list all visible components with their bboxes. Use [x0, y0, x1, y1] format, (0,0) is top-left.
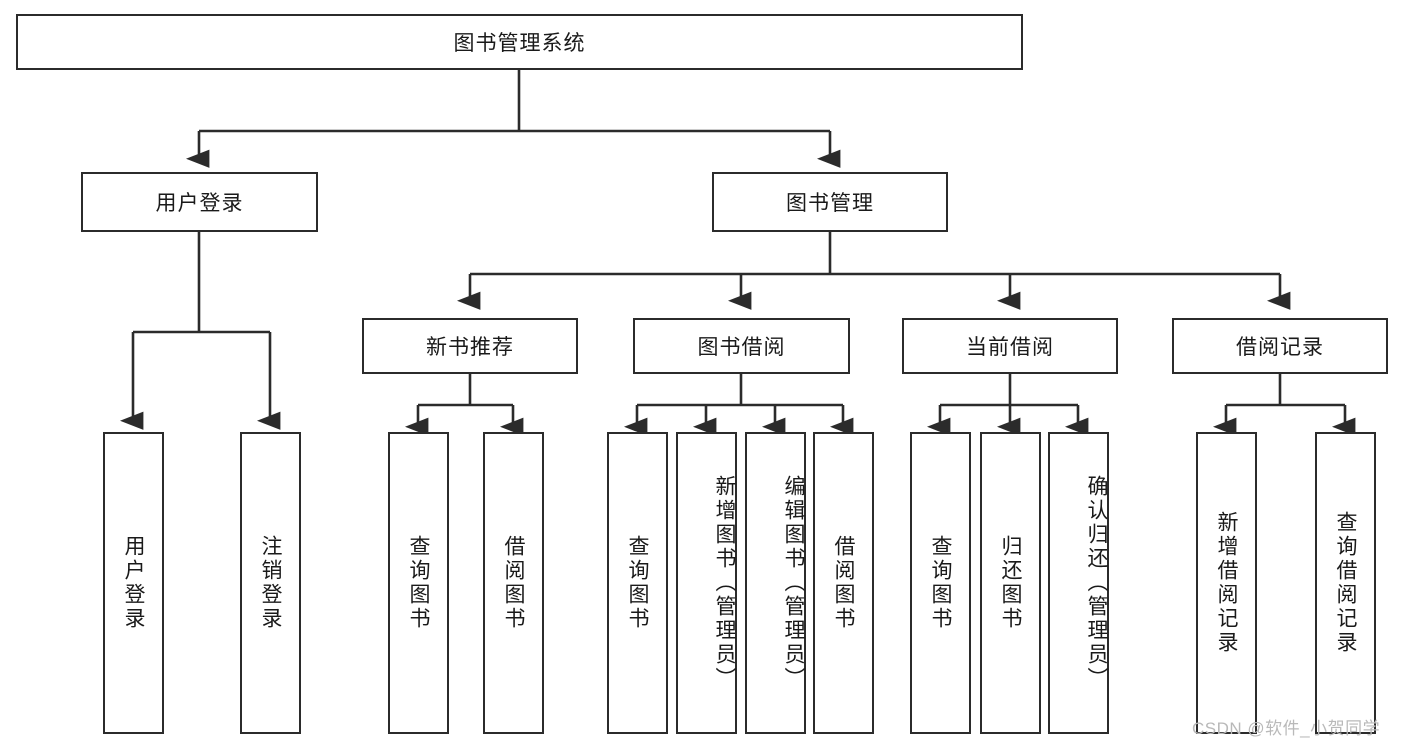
node-label: 确认归还（管理员）: [1085, 475, 1108, 691]
node-label: 用户登录: [122, 535, 145, 631]
node-label: 注销登录: [259, 535, 282, 631]
node-label: 用户登录: [155, 192, 244, 215]
leaf-book-borrow-add-book-admin[interactable]: 新增图书（管理员）: [676, 432, 737, 734]
node-label: 图书管理: [786, 192, 874, 215]
leaf-current-borrow-return-books[interactable]: 归还图书: [980, 432, 1041, 734]
leaf-current-borrow-confirm-return-admin[interactable]: 确认归还（管理员）: [1048, 432, 1109, 734]
node-label: 新增借阅记录: [1215, 511, 1238, 655]
node-label: 借阅记录: [1236, 336, 1324, 359]
node-label: 归还图书: [999, 535, 1022, 631]
node-label: 借阅图书: [832, 535, 855, 631]
node-root-book-management-system[interactable]: 图书管理系统: [16, 14, 1023, 70]
node-label: 当前借阅: [966, 336, 1054, 359]
node-current-borrow[interactable]: 当前借阅: [902, 318, 1118, 374]
leaf-borrow-record-add-record[interactable]: 新增借阅记录: [1196, 432, 1257, 734]
leaf-current-borrow-query-books[interactable]: 查询图书: [910, 432, 971, 734]
node-borrow-record[interactable]: 借阅记录: [1172, 318, 1388, 374]
leaf-user-login-login[interactable]: 用户登录: [103, 432, 164, 734]
node-label: 查询图书: [626, 535, 649, 631]
leaf-book-borrow-query-books[interactable]: 查询图书: [607, 432, 668, 734]
node-label: 借阅图书: [502, 535, 525, 631]
leaf-borrow-record-query-record[interactable]: 查询借阅记录: [1315, 432, 1376, 734]
node-user-login[interactable]: 用户登录: [81, 172, 318, 232]
node-label: 查询借阅记录: [1334, 511, 1357, 655]
leaf-new-book-borrow-books[interactable]: 借阅图书: [483, 432, 544, 734]
leaf-book-borrow-edit-book-admin[interactable]: 编辑图书（管理员）: [745, 432, 806, 734]
node-new-book-recommend[interactable]: 新书推荐: [362, 318, 578, 374]
node-label: 新增图书（管理员）: [713, 475, 736, 691]
node-label: 图书管理系统: [453, 32, 586, 55]
node-book-management[interactable]: 图书管理: [712, 172, 948, 232]
node-label: 查询图书: [407, 535, 430, 631]
leaf-user-login-logout[interactable]: 注销登录: [240, 432, 301, 734]
csdn-watermark: CSDN @软件_小贺同学: [1192, 719, 1381, 738]
node-label: 图书借阅: [697, 336, 786, 359]
node-book-borrow[interactable]: 图书借阅: [633, 318, 850, 374]
leaf-new-book-query-books[interactable]: 查询图书: [388, 432, 449, 734]
node-label: 查询图书: [929, 535, 952, 631]
leaf-book-borrow-borrow-books[interactable]: 借阅图书: [813, 432, 874, 734]
node-label: 编辑图书（管理员）: [782, 475, 805, 691]
node-label: 新书推荐: [426, 336, 514, 359]
